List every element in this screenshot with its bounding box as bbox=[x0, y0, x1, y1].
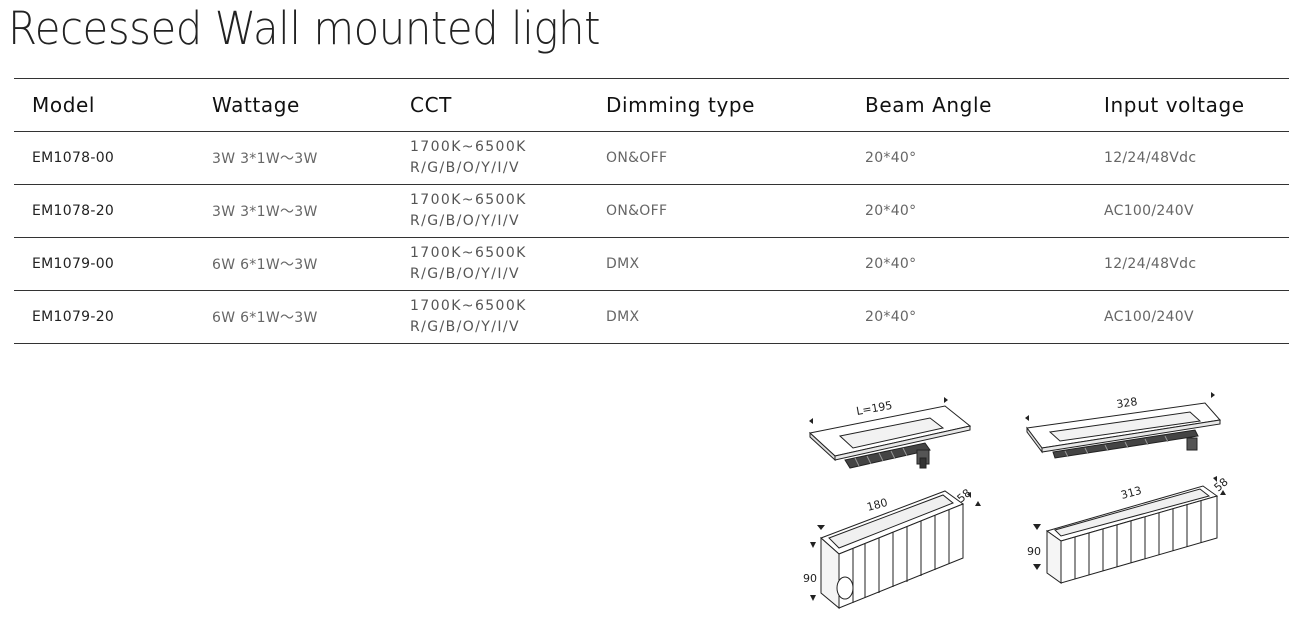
cct-colors: R/G/B/O/Y/I/V bbox=[410, 319, 520, 335]
column-header-model: Model bbox=[32, 93, 96, 117]
wattage-cell: 3W 3*1W～3W bbox=[212, 151, 318, 167]
cct-range: 1700K~6500K bbox=[410, 245, 527, 261]
technical-drawings: L=195 328 bbox=[803, 392, 1231, 610]
cct-range: 1700K~6500K bbox=[410, 192, 527, 208]
model-cell: EM1078-00 bbox=[32, 150, 115, 166]
page-title: Recessed Wall mounted light bbox=[8, 2, 601, 55]
table-header-row: Model Wattage CCT Dimming type Beam Angl… bbox=[14, 78, 1289, 132]
large-box-drawing bbox=[1033, 476, 1226, 584]
cct-colors: R/G/B/O/Y/I/V bbox=[410, 160, 520, 176]
table-row: EM1078-00 3W 3*1W～3W 1700K~6500K R/G/B/O/… bbox=[14, 132, 1289, 185]
small-box-drawing bbox=[810, 490, 981, 610]
table-row: EM1079-00 6W 6*1W～3W 1700K~6500K R/G/B/O/… bbox=[14, 238, 1289, 291]
voltage-cell: AC100/240V bbox=[1104, 309, 1194, 325]
table-row: EM1079-20 6W 6*1W～3W 1700K~6500K R/G/B/O/… bbox=[14, 291, 1289, 344]
large-box-length-label: 313 bbox=[1119, 484, 1143, 502]
small-light-length-label: L=195 bbox=[855, 399, 893, 418]
dimming-cell: ON&OFF bbox=[606, 150, 668, 166]
cct-range: 1700K~6500K bbox=[410, 298, 527, 314]
table-row: EM1078-20 3W 3*1W～3W 1700K~6500K R/G/B/O/… bbox=[14, 185, 1289, 238]
column-header-wattage: Wattage bbox=[212, 93, 300, 117]
wattage-cell: 3W 3*1W～3W bbox=[212, 204, 318, 220]
cct-cell: 1700K~6500K R/G/B/O/Y/I/V bbox=[410, 132, 606, 185]
dimming-cell: ON&OFF bbox=[606, 203, 668, 219]
cct-colors: R/G/B/O/Y/I/V bbox=[410, 266, 520, 282]
small-box-height-label: 90 bbox=[803, 572, 817, 585]
cct-colors: R/G/B/O/Y/I/V bbox=[410, 213, 520, 229]
column-header-dimming-type: Dimming type bbox=[606, 93, 756, 117]
wattage-cell: 6W 6*1W～3W bbox=[212, 310, 318, 326]
model-cell: EM1078-20 bbox=[32, 203, 115, 219]
small-light-drawing bbox=[808, 397, 972, 469]
beam-angle-cell: 20*40° bbox=[865, 309, 917, 325]
voltage-cell: 12/24/48Vdc bbox=[1104, 150, 1197, 166]
beam-angle-cell: 20*40° bbox=[865, 150, 917, 166]
column-header-input-voltage: Input voltage bbox=[1104, 93, 1245, 117]
dimming-cell: DMX bbox=[606, 256, 640, 272]
model-cell: EM1079-00 bbox=[32, 256, 115, 272]
large-box-height-label: 90 bbox=[1027, 545, 1041, 558]
column-header-cct: CCT bbox=[410, 93, 452, 117]
cct-cell: 1700K~6500K R/G/B/O/Y/I/V bbox=[410, 291, 606, 344]
beam-angle-cell: 20*40° bbox=[865, 203, 917, 219]
cct-cell: 1700K~6500K R/G/B/O/Y/I/V bbox=[410, 185, 606, 238]
column-header-beam-angle: Beam Angle bbox=[865, 93, 993, 117]
voltage-cell: AC100/240V bbox=[1104, 203, 1194, 219]
cct-range: 1700K~6500K bbox=[410, 139, 527, 155]
product-drawings: L=195 328 bbox=[795, 388, 1255, 613]
large-light-drawing bbox=[1025, 392, 1221, 459]
voltage-cell: 12/24/48Vdc bbox=[1104, 256, 1197, 272]
beam-angle-cell: 20*40° bbox=[865, 256, 917, 272]
large-light-length-label: 328 bbox=[1116, 395, 1139, 411]
spec-table: Model Wattage CCT Dimming type Beam Angl… bbox=[14, 78, 1289, 344]
model-cell: EM1079-20 bbox=[32, 309, 115, 325]
small-box-length-label: 180 bbox=[865, 496, 889, 514]
cct-cell: 1700K~6500K R/G/B/O/Y/I/V bbox=[410, 238, 606, 291]
dimming-cell: DMX bbox=[606, 309, 640, 325]
wattage-cell: 6W 6*1W～3W bbox=[212, 257, 318, 273]
